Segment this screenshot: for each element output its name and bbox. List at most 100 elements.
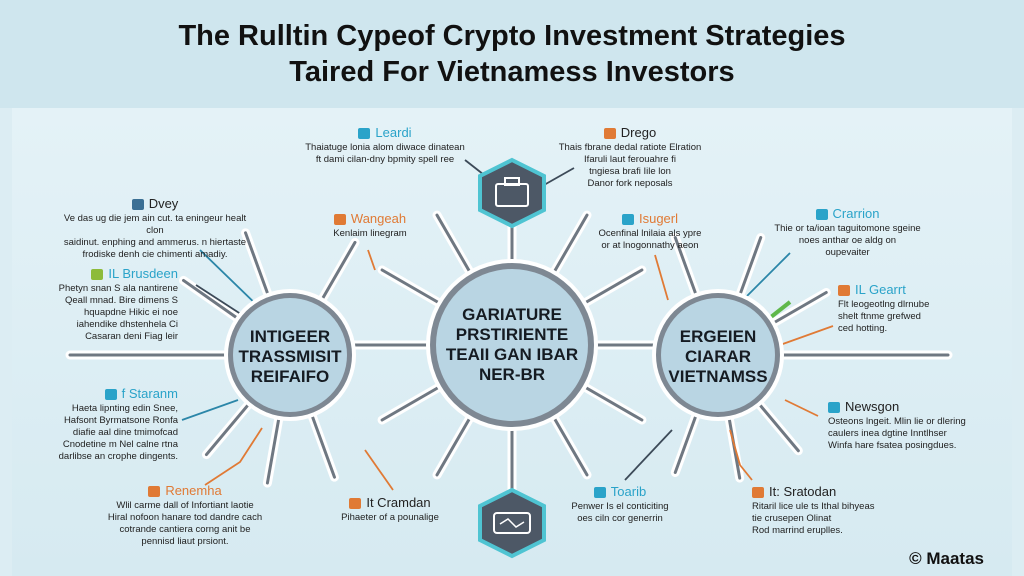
cramdan-icon [349,497,362,509]
spoke-line [435,213,474,278]
callout-body-line: Penwer Is el conticiting [571,501,669,512]
staranm-icon [104,388,117,400]
brand-watermark: © Maatas [909,549,984,568]
callout-body-line: Wlil carme dall of Infortiant laotie [116,500,254,511]
callout-body-line: hquapdne Hikic ei noe [83,307,178,318]
hub-center-line: NER-BR [478,365,546,384]
spoke-line [380,383,445,422]
spoke-line [265,412,282,485]
callout-body-line: Cnodetine m Nel calne rtna [62,439,178,450]
leader-line [364,449,394,491]
callout-body-line: Pihaeter of a pounalige [341,512,439,523]
sratodan-icon [752,486,764,498]
callout-title: It Cramdan [325,495,455,510]
spoke-line [755,399,800,453]
leader-line [739,252,791,304]
hub-left [224,289,356,421]
tearib-icon [593,486,606,498]
hub-right [652,289,784,421]
callout-body-line: Ritaril lice ule ts Ithal bihyeas [752,501,875,512]
callout-body-line: Ocenfinal lnilaia als ypre [598,228,702,239]
spoke-line [309,409,336,479]
hub-center [426,259,598,431]
leardi-icon [358,127,371,139]
callout-body-line: Phetyn snan S ala nantirene [58,283,178,294]
spoke-line [550,412,589,477]
leader-line [543,167,575,186]
spoke-line [318,240,357,305]
callout-body-line: Rod marrind eruplles. [752,525,843,536]
title-line-2: Taired For Vietnamess Investors [289,56,735,88]
callout-dvey: Dvey Ve das ug die jem ain cut. ta eninge… [55,196,255,261]
hub-right-line: VIETNAMSS [668,367,768,386]
wangeah-icon [333,213,346,225]
callout-title: IL Brusdeen [40,266,178,281]
hub-right-line: CIARAR [684,347,752,366]
callout-title-text: Leardi [375,125,412,140]
callout-title: It: Sratodan [752,485,892,498]
callout-title: Wangeah [310,211,430,226]
callout-title-text: Isugerl [638,211,679,226]
callout-title-text: f Staranm [121,386,178,401]
callout-body-line: Qeall mnad. Bire dimens S [65,295,178,306]
callout-title-text: IL Gearrt [855,282,906,297]
title-banner [0,0,1024,108]
leader-line [624,429,673,481]
renewha-icon [148,485,161,497]
spoke-line [737,236,763,301]
wallet-card-icon [478,487,546,559]
callout-body-line: diafie aal dine tmimofcad [72,427,178,438]
gearrt-icon [838,284,850,296]
leader-line [367,249,376,271]
hub-center-line: PRSTIRIENTE [455,325,569,344]
spoke-line [673,409,699,474]
spoke-line [673,236,699,301]
callout-title-text: IL Brusdeen [108,266,178,281]
callout-body-line: tie crusepen Olinat [752,513,832,524]
callout-body-line: iahendike dhstenhela Ci [76,319,178,330]
callout-body-line: cotrande cantiera corng anit be [119,524,251,535]
callout-title: Toarib [565,484,675,499]
callout-body-line: ced hotting. [838,323,888,334]
callout-body-line: tngiesa brafi Iile lon [589,166,671,177]
title-line-1: The Rulltin Cypeof Crypto Investment Str… [178,20,846,52]
page-title: The Rulltin Cypeof Crypto Investment Str… [0,18,1024,90]
callout-body-line: Ve das ug die jem ain cut. ta eningeur h… [63,213,247,236]
callout-title: Drego [550,126,710,139]
callout-body-line: Ifaruli laut ferouahre fi [584,154,676,165]
callout-body-line: Thais fbrane dedal ratiote Elration [558,142,702,153]
spoke-line [204,399,253,457]
leader-line [784,399,819,417]
callout-title-text: Wangeah [350,211,407,226]
spoke-line [380,268,445,307]
callout-title: Dvey [55,196,255,211]
callout-title: Newsgon [828,399,988,414]
hub-left-label: INTIGEER TRASSMISIT REIFAIFO [230,327,350,387]
callout-body-line: or at lnogonnathy aeon [601,240,699,251]
callout-title-text: Newsgon [845,399,900,414]
callout-body-line: Casaran deni Fiag leir [85,331,178,342]
callout-title-text: Crarrion [832,206,880,221]
crarrion-icon [815,208,828,220]
callout-title: Renemha [95,484,275,497]
callout-body-line: oupevaiter [825,247,870,258]
callout-title-text: Dvey [148,196,179,211]
callout-title-text: Toarib [610,484,647,499]
callout-body-line: pennisd liaut prsiont. [141,536,229,547]
callout-body-line: oes ciln cor generrin [577,513,663,524]
callout-body-line: caulers inea dgtine Inntlhser [828,428,947,439]
brusdeen-icon [91,268,104,280]
hub-center-line: GARIATURE [462,305,562,324]
callout-title-text: It Cramdan [366,495,431,510]
briefcase-icon [478,157,546,229]
leader-line [181,399,239,421]
callout-body-line: Osteons lngeit. Mlin lie or dlering [828,416,966,427]
hub-left-line: REIFAIFO [250,367,330,386]
